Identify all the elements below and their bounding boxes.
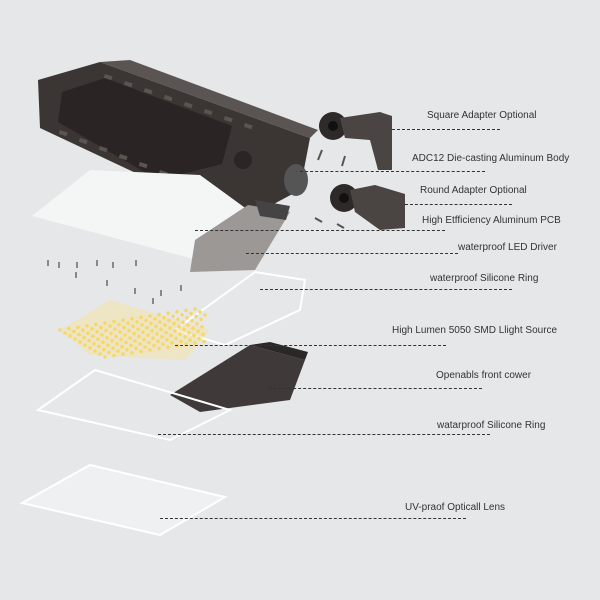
label-lens: UV-praof Opticall Lens <box>405 502 506 513</box>
label-square-adapter: Square Adapter Optional <box>427 110 537 121</box>
label-driver: waterproof LED Driver <box>458 242 557 253</box>
leader-line-led <box>175 345 446 346</box>
silicone-ring-2 <box>35 368 233 442</box>
silicone-ring-1 <box>172 270 307 347</box>
housing-body <box>38 60 318 222</box>
leader-line-round-adapter <box>405 204 512 205</box>
leader-line-ring-1 <box>260 289 512 290</box>
front-cover-part <box>170 342 308 412</box>
leader-line-driver <box>246 253 458 254</box>
pcb-plate <box>32 170 248 262</box>
label-ring-2: watarproof Silicone Ring <box>437 420 546 431</box>
leader-line-lens <box>160 518 466 519</box>
led-driver-part <box>190 200 290 272</box>
square-adapter-part <box>319 112 392 170</box>
label-pcb: High Etfficiency Aluminum PCB <box>422 215 561 226</box>
label-body: ADC12 Die-casting Aluminum Body <box>412 153 570 164</box>
leader-line-body <box>300 171 485 172</box>
led-light-source <box>58 300 210 360</box>
label-ring-1: waterproof Silicone Ring <box>430 273 539 284</box>
leader-line-ring-2 <box>158 434 490 435</box>
optical-lens <box>19 463 228 537</box>
leader-line-pcb <box>195 230 445 231</box>
leader-line-square-adapter <box>392 129 500 130</box>
label-front-cover: Openabls front cower <box>436 370 532 381</box>
label-round-adapter: Round Adapter Optional <box>420 185 527 196</box>
screws <box>47 260 182 304</box>
label-led: High Lumen 5050 SMD Llight Source <box>392 325 558 336</box>
round-adapter-part <box>330 184 405 230</box>
leader-line-front-cover <box>268 388 482 389</box>
